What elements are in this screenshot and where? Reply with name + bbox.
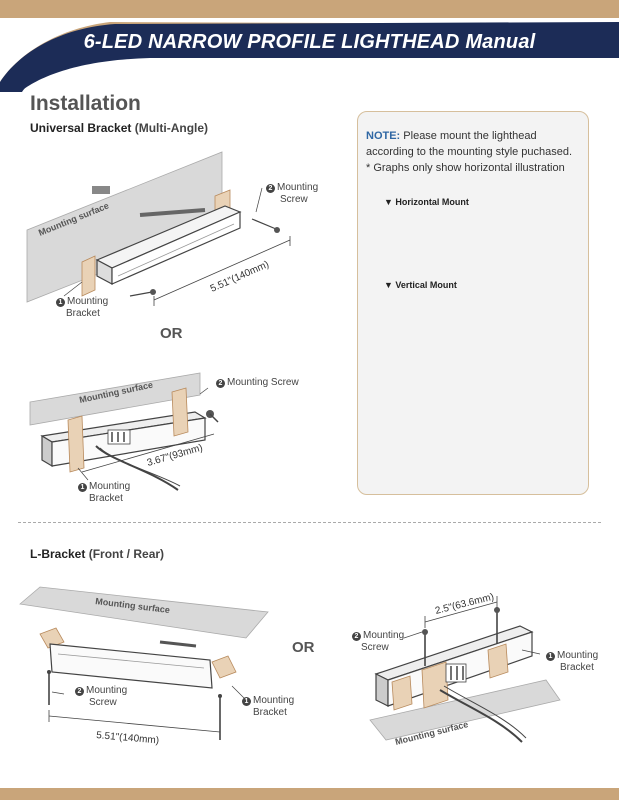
callout-number-icon: 2 (75, 687, 84, 696)
callout-number-icon: 1 (242, 697, 251, 706)
universal-title-bold: Universal Bracket (30, 121, 132, 135)
horizontal-mount-label: ▼ Horizontal Mount (384, 197, 469, 207)
callout-number-icon: 2 (216, 379, 225, 388)
lbracket-diagram-2: Mounting surface 2.5"(63.6mm) (369, 592, 561, 747)
section-title: Installation (30, 92, 141, 115)
lbracket-title-bold: L-Bracket (30, 547, 86, 561)
callout-text: Mounting (277, 182, 319, 193)
callout-text: Mounting (363, 630, 405, 641)
callout-text-2: Bracket (560, 662, 594, 673)
universal-title-paren: (Multi-Angle) (131, 121, 209, 135)
callout-text: Mounting (67, 296, 109, 307)
callout-text-2: Bracket (253, 707, 287, 718)
universal-bracket-heading: Universal Bracket (Multi-Angle) (30, 121, 208, 135)
or-label-2: OR (292, 639, 315, 656)
callout-text: Mounting Screw (227, 377, 299, 388)
lbracket-heading: L-Bracket (Front / Rear) (30, 547, 164, 561)
callout-text: Mounting (89, 481, 131, 492)
callout-text: Mounting (253, 695, 295, 706)
header-shape (0, 18, 619, 92)
callout-text-2: Screw (89, 697, 117, 708)
callout-text-2: Screw (280, 194, 308, 205)
callout-number-icon: 1 (56, 298, 65, 307)
note-body: Please mount the lighthead according to … (366, 130, 573, 158)
top-accent-stripe (0, 0, 619, 18)
or-label-1: OR (160, 325, 183, 342)
note-label: NOTE: (366, 130, 401, 142)
callout-number-icon: 2 (352, 632, 361, 641)
note-graphs-text: * Graphs only show horizontal illustrati… (366, 162, 565, 174)
lbracket-title-paren: (Front / Rear) (85, 547, 165, 561)
dimension-label-4: 2.5"(63.6mm) (434, 592, 495, 617)
header-banner: 6-LED NARROW PROFILE LIGHTHEAD Manual (0, 18, 619, 92)
callout-text: Mounting (557, 650, 599, 661)
callout-text-2: Bracket (89, 493, 123, 504)
callout-number-icon: 1 (78, 483, 87, 492)
lbracket-diagram-1: Mounting surface 5.51"(140mm) (19, 586, 269, 746)
universal-diagram-1: Mounting surface 5.51"(140mm) (26, 151, 291, 306)
note-text: NOTE: Please mount the lighthead accordi… (366, 128, 586, 176)
vertical-mount-label: ▼ Vertical Mount (384, 280, 457, 290)
section-divider (18, 522, 601, 523)
callout-text-2: Bracket (66, 308, 100, 319)
bottom-accent-stripe (0, 788, 619, 800)
page-title: 6-LED NARROW PROFILE LIGHTHEAD Manual (83, 31, 536, 53)
callout-text-2: Screw (361, 642, 389, 653)
callout-text: Mounting (86, 685, 128, 696)
dimension-label-1: 5.51"(140mm) (209, 259, 271, 295)
dimension-label-3: 5.51"(140mm) (96, 730, 160, 746)
callout-number-icon: 1 (546, 652, 555, 661)
note-box: NOTE: Please mount the lighthead accordi… (357, 111, 589, 495)
universal-diagram-2: Mounting surface 3.67"(93mm) (29, 372, 219, 491)
callout-number-icon: 2 (266, 184, 275, 193)
